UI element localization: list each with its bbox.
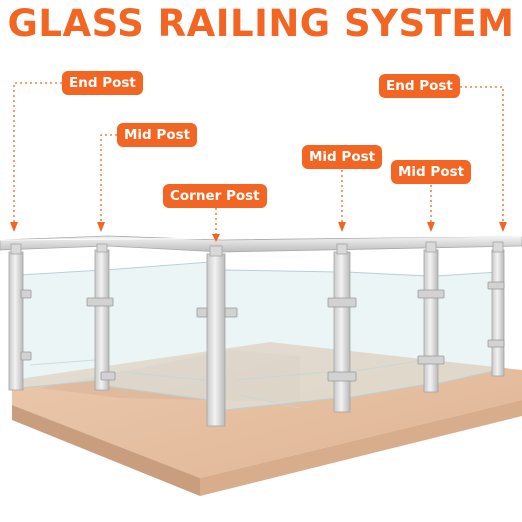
label-mid-post-left: Mid Post	[117, 123, 198, 147]
deck-front-side	[200, 400, 522, 496]
label-mid-post-center: Mid Post	[302, 145, 383, 169]
glass-panel-front-1	[223, 269, 339, 411]
leader-end-post-right	[460, 86, 504, 222]
mid-post-left	[94, 249, 110, 391]
corner-post	[206, 253, 226, 427]
glass-reflections	[29, 359, 426, 409]
label-mid-post-right: Mid Post	[391, 160, 472, 184]
label-end-post-right: End Post	[379, 74, 460, 98]
label-corner-post: Corner Post	[163, 184, 267, 208]
top-handrail	[0, 235, 522, 253]
end-post-right	[491, 249, 505, 377]
leader-arrowheads	[10, 222, 507, 242]
leader-end-post-left	[13, 82, 62, 222]
label-end-post-left: End Post	[62, 71, 143, 95]
leader-mid-post-left	[100, 134, 117, 222]
end-post-left	[8, 251, 24, 391]
post-caps	[10, 241, 504, 257]
deck-left-side	[12, 405, 200, 496]
mid-post-center	[333, 251, 351, 413]
page-title: GLASS RAILING SYSTEM	[7, 2, 515, 45]
glass-clamps	[20, 281, 505, 382]
glass-panel-front-2	[345, 271, 429, 399]
leader-lines	[13, 82, 504, 234]
glass-panel-back-left	[19, 269, 103, 389]
mid-post-right	[423, 249, 439, 393]
